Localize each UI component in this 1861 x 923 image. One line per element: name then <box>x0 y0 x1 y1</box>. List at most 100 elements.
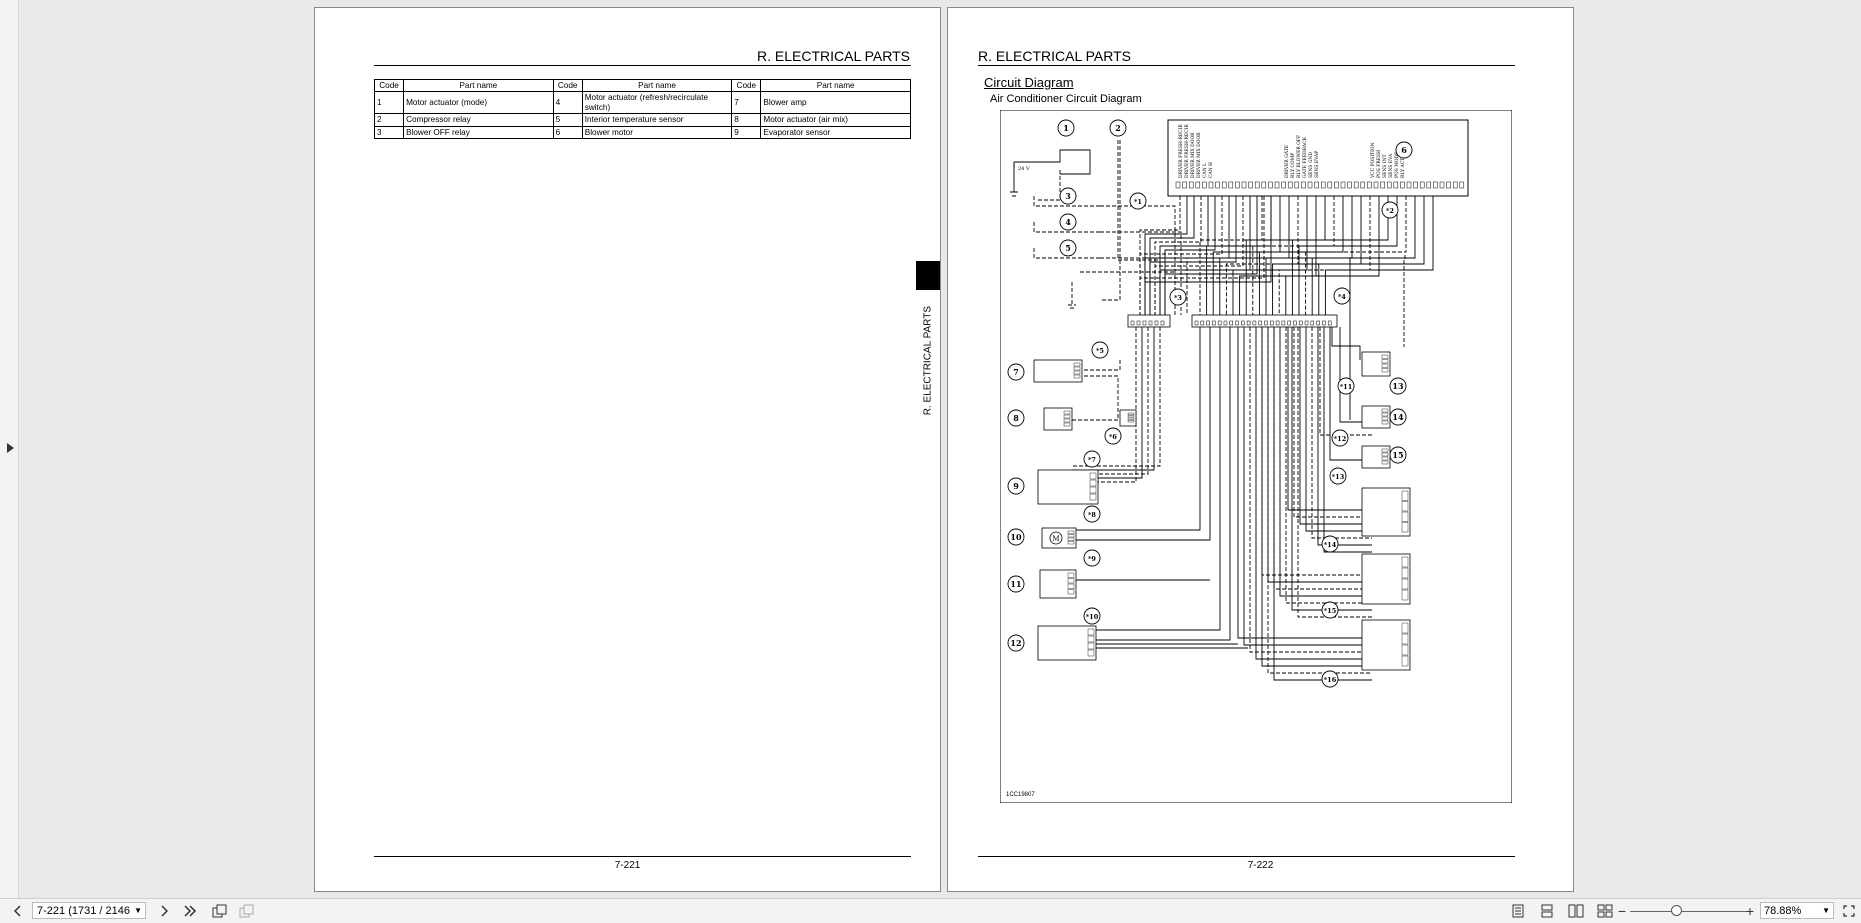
wire <box>1305 196 1407 315</box>
svg-text:*9: *9 <box>1088 555 1096 563</box>
connector-ref: *13 <box>1329 467 1347 485</box>
wire <box>1072 327 1201 531</box>
device-pin <box>1401 567 1409 579</box>
ecu-pin <box>1393 181 1399 189</box>
ecu-pin <box>1248 181 1253 189</box>
device-pin <box>1067 583 1075 589</box>
svg-text:4: 4 <box>1065 217 1071 227</box>
table-cell: Motor actuator (mode) <box>403 91 554 115</box>
table-cell: Motor actuator (refresh/recirculate swit… <box>581 91 733 115</box>
zoom-select[interactable]: 78.88% ▼ <box>1760 902 1834 919</box>
wire <box>1100 231 1182 315</box>
connector-pin <box>1327 320 1332 326</box>
wire <box>1339 327 1372 423</box>
device-pin <box>1127 415 1135 418</box>
ecu-pin <box>1386 181 1392 189</box>
table-cell: Compressor relay <box>403 113 554 127</box>
connector-ref: *8 <box>1083 505 1101 523</box>
connector-pin <box>1316 320 1320 326</box>
ecu-pin-label: VCC POSITION <box>1370 142 1376 179</box>
wire <box>1319 327 1372 436</box>
device-pin <box>1127 412 1135 415</box>
connector-ref: *12 <box>1331 429 1349 447</box>
continuous-view-button[interactable] <box>1537 899 1557 923</box>
paste-page-button[interactable] <box>237 899 257 923</box>
wire <box>1331 327 1361 360</box>
device-pin <box>1381 456 1389 461</box>
device-pin <box>1067 578 1075 584</box>
connector-ref: *15 <box>1321 601 1339 619</box>
ecu-pin <box>1228 181 1234 189</box>
device-pin <box>1067 530 1075 534</box>
device-pin <box>1073 366 1081 371</box>
component-4: 4 <box>1059 213 1077 231</box>
connector-pin <box>1136 320 1141 326</box>
device-pin <box>1089 472 1097 480</box>
device-pin <box>1381 354 1389 359</box>
connector-pin <box>1270 320 1274 326</box>
wire <box>1273 327 1372 681</box>
ecu-pin <box>1406 181 1412 189</box>
table-cell: Evaporator sensor <box>760 125 911 140</box>
two-page-view-button[interactable] <box>1566 899 1586 923</box>
page-number-select[interactable]: 7-221 (1731 / 2146 ▼ <box>32 902 146 919</box>
wire <box>1072 327 1221 631</box>
table-header-cell: Part name <box>403 78 554 93</box>
ecu-pin <box>1215 181 1220 189</box>
table-row: 2 Compressor relay 5 Interior temperatur… <box>373 113 911 127</box>
ecu-pin-label: RLY BLOWER OFF <box>1296 135 1302 178</box>
supply-voltage-label: 24 V <box>1018 166 1030 172</box>
svg-text:2: 2 <box>1115 123 1121 133</box>
device-pin <box>1087 649 1095 657</box>
wire <box>1072 327 1231 641</box>
device-pin <box>1063 410 1071 415</box>
wire <box>1117 140 1160 261</box>
wire <box>1033 196 1100 207</box>
prev-page-button[interactable] <box>10 899 26 923</box>
svg-text:*5: *5 <box>1096 347 1104 355</box>
wire <box>1252 196 1335 315</box>
table-cell: 7 <box>731 91 762 115</box>
component-6: 6 <box>1395 141 1413 159</box>
single-page-view-button[interactable] <box>1508 899 1528 923</box>
ecu-pin-label: SENS GND <box>1308 152 1314 178</box>
zoom-out-button[interactable]: − <box>1617 903 1627 919</box>
next-page-button[interactable] <box>156 899 172 923</box>
copy-page-button[interactable] <box>210 899 230 923</box>
last-page-button[interactable] <box>180 899 200 923</box>
component-3: 3 <box>1059 187 1077 205</box>
wire <box>1014 149 1091 175</box>
connector-ref: *2 <box>1381 201 1399 219</box>
ecu-pin <box>1208 181 1214 189</box>
zoom-slider-track[interactable] <box>1630 911 1750 912</box>
ecu-pin <box>1294 181 1300 189</box>
connector-pin <box>1287 320 1291 326</box>
ecu-pin-label: SENS EVAP <box>1314 151 1320 178</box>
ecu-pin <box>1340 181 1346 189</box>
wire <box>1265 196 1353 315</box>
connector-pin <box>1206 320 1210 326</box>
zoom-in-button[interactable]: + <box>1745 903 1755 919</box>
wire <box>1237 327 1372 639</box>
wire <box>1239 196 1317 315</box>
zoom-slider-thumb[interactable] <box>1671 905 1682 916</box>
connector-pin <box>1258 320 1262 326</box>
wire <box>1100 257 1188 315</box>
section-tab-marker <box>916 261 940 290</box>
svg-text:*13: *13 <box>1332 473 1345 481</box>
two-page-continuous-view-button[interactable] <box>1595 899 1615 923</box>
ecu-pin-label: SENS EVA <box>1388 153 1394 178</box>
fullscreen-button[interactable] <box>1840 899 1858 923</box>
device-box <box>1361 405 1391 429</box>
device-pin <box>1087 635 1095 643</box>
connector-pin <box>1310 320 1315 326</box>
wire <box>1100 140 1121 301</box>
ecu-pin <box>1182 181 1187 189</box>
expand-sidebar-icon[interactable] <box>7 443 14 453</box>
connector-pin <box>1148 320 1153 326</box>
device-pin <box>1401 589 1409 601</box>
device-pin <box>1089 486 1097 494</box>
connector-pin <box>1142 320 1147 326</box>
table-header-cell: Code <box>731 78 762 93</box>
svg-text:*6: *6 <box>1109 433 1117 441</box>
